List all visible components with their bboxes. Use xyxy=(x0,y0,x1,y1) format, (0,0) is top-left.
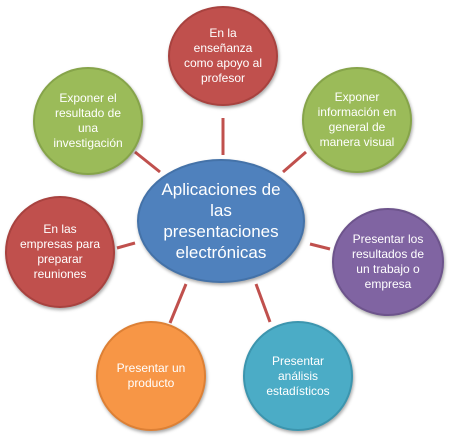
connector-presentar-resultados xyxy=(309,242,331,251)
node-analisis-estadisticos-label: Presentar análisis estadísticos xyxy=(266,353,330,398)
node-empresas-reuniones: En las empresas para preparar reuniones xyxy=(5,196,115,308)
node-ensenanza-label: En la enseñanza como apoyo al profesor xyxy=(183,26,263,85)
node-empresas-reuniones-label: En las empresas para preparar reuniones xyxy=(19,222,101,281)
connector-presentar-producto xyxy=(168,283,188,324)
center-node: Aplicaciones de las presentaciones elect… xyxy=(137,159,305,283)
node-exponer-investigacion-label: Exponer el resultado de una investigació… xyxy=(53,91,123,150)
node-exponer-informacion: Exponer información en general de manera… xyxy=(302,67,412,173)
connector-analisis-estadisticos xyxy=(254,283,272,323)
node-presentar-producto: Presentar un producto xyxy=(96,321,206,431)
node-analisis-estadisticos: Presentar análisis estadísticos xyxy=(243,321,353,431)
node-presentar-resultados: Presentar los resultados de un trabajo o… xyxy=(332,208,444,316)
node-presentar-resultados-label: Presentar los resultados de un trabajo o… xyxy=(351,232,425,291)
center-node-label: Aplicaciones de las presentaciones elect… xyxy=(161,180,281,262)
node-exponer-investigacion: Exponer el resultado de una investigació… xyxy=(33,67,143,175)
connector-exponer-investigacion xyxy=(134,150,161,174)
connector-empresas-reuniones xyxy=(116,241,136,250)
node-presentar-producto-label: Presentar un producto xyxy=(116,361,186,390)
node-ensenanza: En la enseñanza como apoyo al profesor xyxy=(168,6,278,106)
connector-exponer-informacion xyxy=(282,150,307,174)
node-exponer-informacion-label: Exponer información en general de manera… xyxy=(317,90,397,149)
